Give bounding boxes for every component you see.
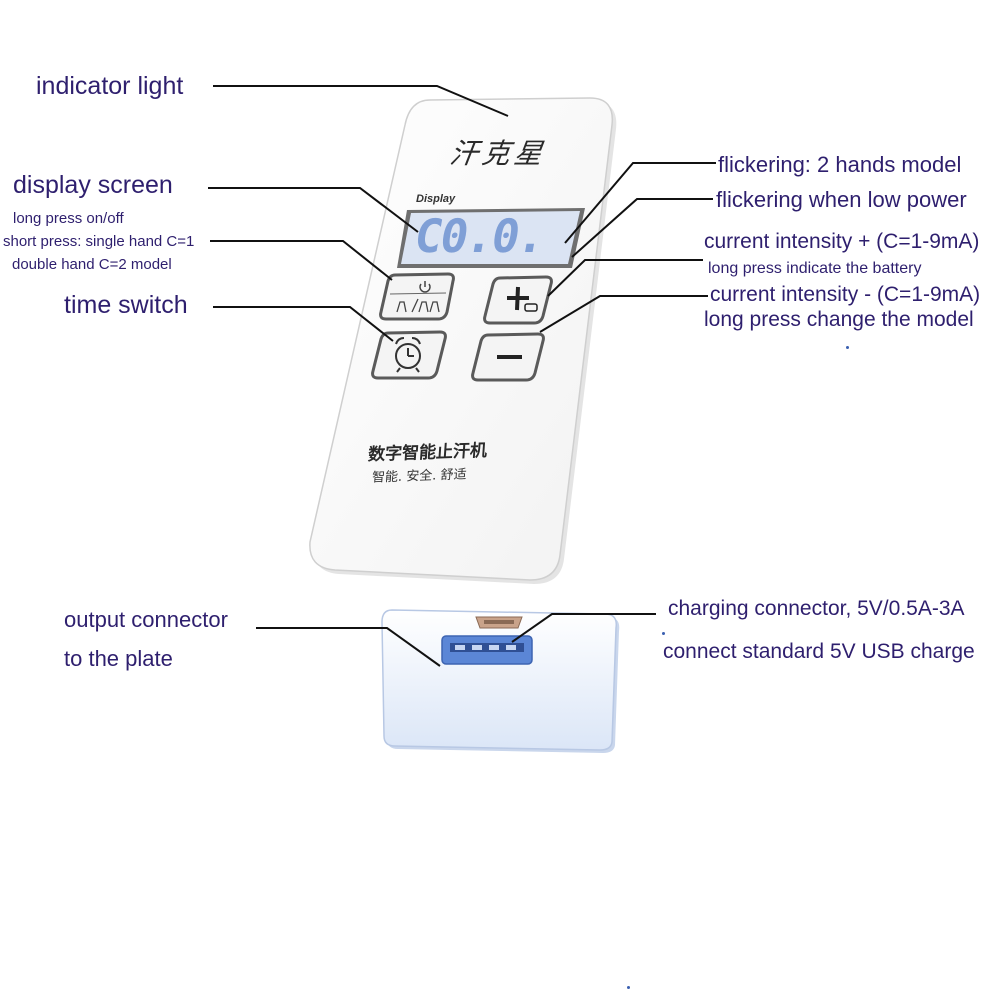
label-power-short: short press: single hand C=1 [3,233,195,250]
label-power-double: double hand C=2 model [12,256,172,273]
power-mode-button[interactable] [379,272,455,321]
label-flicker-low-power: flickering when low power [716,187,967,212]
charging-connector-unit [381,609,620,753]
leader-time-switch [213,306,394,342]
label-charging-connector: charging connector, 5V/0.5A-3A [668,597,965,620]
leader-output-connector [256,627,441,667]
leader-flicker-two-hands [564,162,716,244]
stray-dot [662,632,665,635]
leader-indicator-light [213,85,509,117]
label-time-switch: time switch [64,291,188,319]
label-usb-charge: connect standard 5V USB charge [663,640,975,663]
micro-usb-icon[interactable] [475,616,523,629]
product-tagline: 智能. 安全. 舒适 [371,467,468,486]
plus-button[interactable] [483,275,553,325]
stray-dot [846,346,849,349]
remote-control [309,97,617,584]
label-output-connector: output connector [64,607,228,632]
product-name: 数字智能止汗机 [367,440,488,466]
stray-dot [627,986,630,989]
label-plus-long-press: long press indicate the battery [708,260,922,277]
label-power-long: long press on/off [13,210,124,227]
timer-button[interactable] [371,330,447,380]
minus-button[interactable] [471,332,545,382]
display-readout: C0.0. [410,209,549,263]
display-screen [397,208,585,268]
leader-charging-connector [511,613,656,643]
leader-power-button [210,240,393,281]
label-indicator-light: indicator light [36,72,184,100]
usb-port-icon[interactable] [441,635,533,665]
leader-flicker-low-power [571,198,713,258]
label-display-screen: display screen [13,171,173,199]
hand-mode-icon [396,298,440,313]
leader-minus-button [539,295,708,333]
label-flicker-two-hands: flickering: 2 hands model [718,152,962,177]
plus-icon [507,286,538,312]
label-current-minus: current intensity - (C=1-9mA) [710,283,981,306]
alarm-clock-icon [395,337,421,373]
leader-display-screen [208,187,419,233]
label-to-plate: to the plate [64,646,173,671]
display-label: Display [416,193,456,205]
label-minus-long-press: long press change the model [704,308,974,331]
leader-lines [208,85,716,667]
label-current-plus: current intensity + (C=1-9mA) [704,230,980,253]
power-icon [419,281,431,293]
leader-plus-button [547,259,703,297]
device-brand: 汗克星 [447,137,549,170]
